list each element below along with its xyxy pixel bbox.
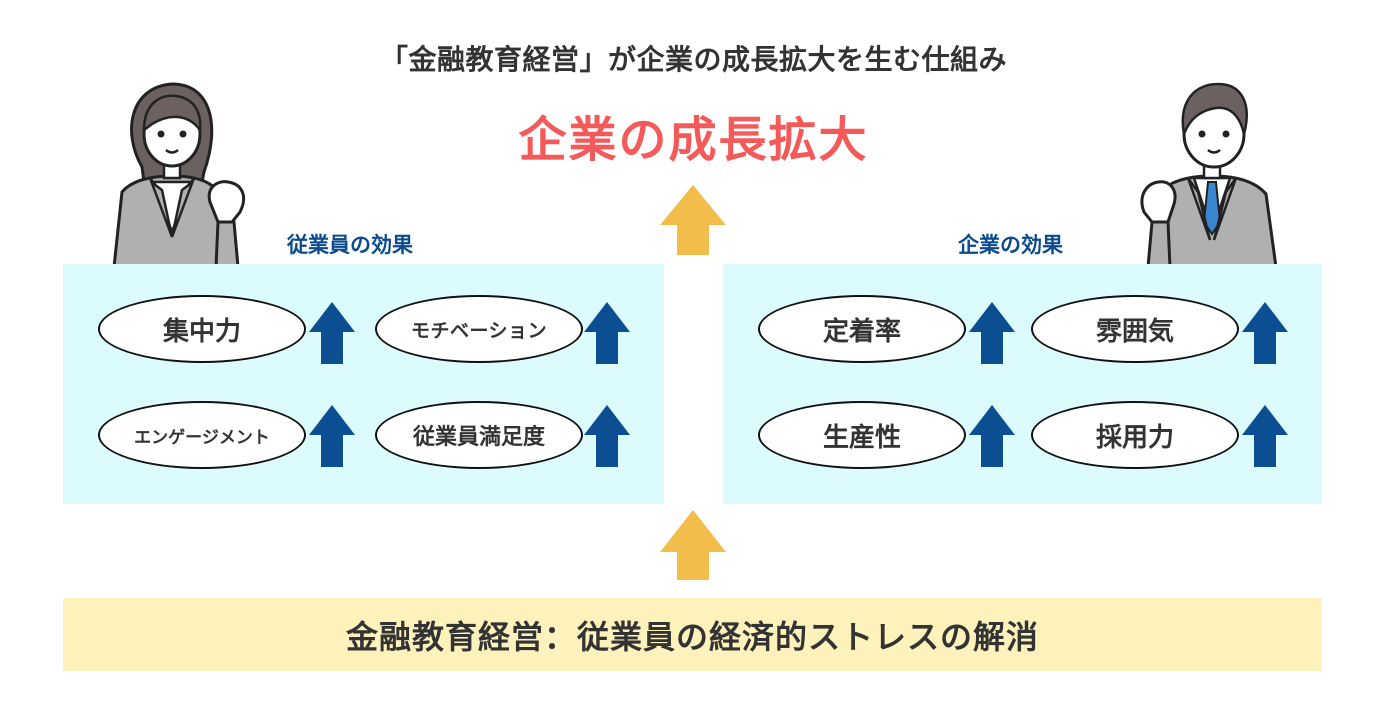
- effect-item-employee-satisfaction: 従業員満足度: [375, 401, 583, 469]
- increase-arrow-icon: [1242, 302, 1288, 364]
- businessman-illustration: [1140, 82, 1278, 267]
- yellow-up-arrow-top: [660, 185, 726, 255]
- increase-arrow-icon: [584, 405, 630, 467]
- businesswoman-illustration: [112, 82, 245, 267]
- effect-item-productivity: 生産性: [758, 401, 966, 469]
- yellow-up-arrow-bottom: [660, 510, 726, 580]
- increase-arrow-icon: [309, 302, 355, 364]
- company-effects-label: 企業の効果: [958, 233, 1063, 257]
- increase-arrow-icon: [969, 302, 1015, 364]
- foundation-text: 金融教育経営：従業員の経済的ストレスの解消: [345, 617, 1039, 656]
- effect-item-recruiting-power: 採用力: [1031, 401, 1239, 469]
- effect-item-motivation: モチベーション: [375, 295, 583, 363]
- increase-arrow-icon: [969, 405, 1015, 467]
- effect-item-atmosphere: 雰囲気: [1031, 295, 1239, 363]
- foundation-bar: 金融教育経営：従業員の経済的ストレスの解消: [63, 598, 1322, 671]
- effect-item-engagement: エンゲージメント: [98, 401, 306, 469]
- effect-item-concentration: 集中力: [98, 295, 306, 363]
- increase-arrow-icon: [584, 302, 630, 364]
- employee-effects-label: 従業員の効果: [287, 233, 413, 257]
- effect-item-retention-rate: 定着率: [758, 295, 966, 363]
- increase-arrow-icon: [1242, 405, 1288, 467]
- headline-growth: 企業の成長拡大: [518, 112, 869, 168]
- diagram-title: 「金融教育経営」が企業の成長拡大を生む仕組み: [379, 43, 1007, 76]
- increase-arrow-icon: [309, 405, 355, 467]
